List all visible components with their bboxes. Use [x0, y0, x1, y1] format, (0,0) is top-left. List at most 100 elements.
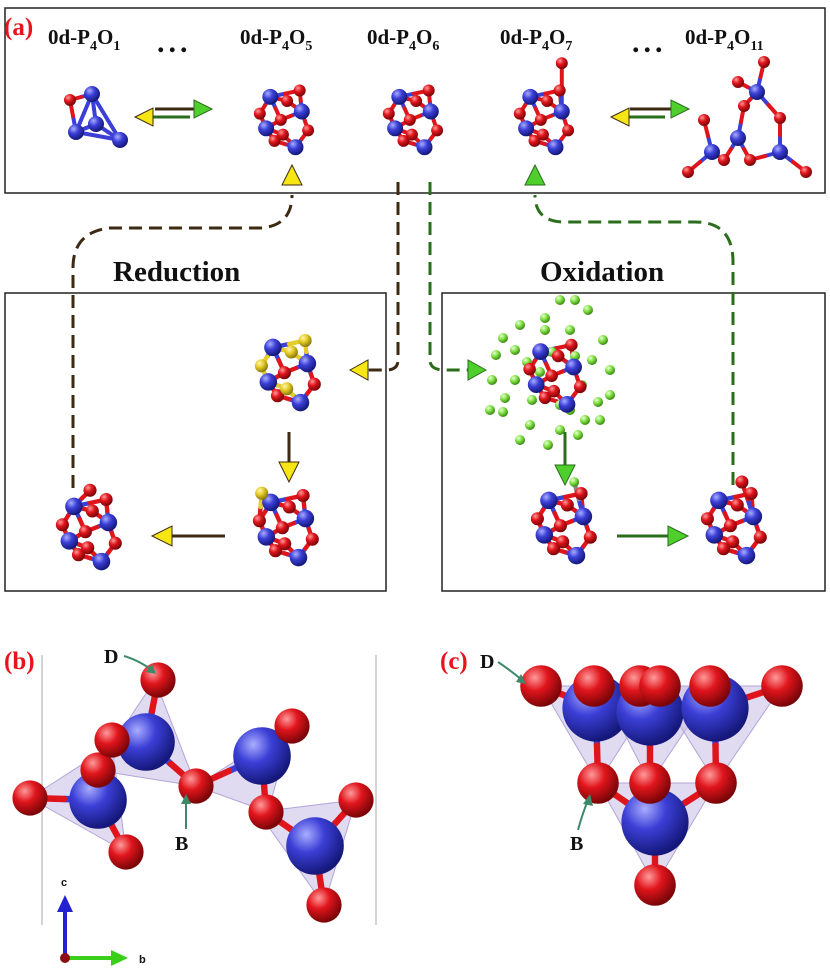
oxygen-atom — [735, 475, 749, 489]
phosphorus-atom — [387, 120, 404, 137]
arrowhead-yellow-2 — [281, 163, 303, 186]
oxidant-atom — [583, 305, 593, 315]
oxygen-atom — [560, 498, 574, 512]
oxygen-atom — [530, 512, 544, 526]
oxygen-atom — [274, 113, 287, 126]
phosphorus-atom — [416, 139, 433, 156]
sulfur-atom — [254, 359, 268, 373]
oxygen-atom — [732, 76, 744, 88]
oxygen-atom — [744, 154, 756, 166]
oxidant-atom — [555, 295, 565, 305]
phosphorus-atom — [264, 338, 282, 357]
oxygen-atom — [738, 100, 750, 112]
oxygen-atom — [800, 166, 812, 178]
oxygen-atom — [695, 762, 737, 804]
oxygen-atom — [302, 124, 315, 137]
oxidant-atom — [569, 477, 580, 487]
oxygen-atom — [682, 166, 694, 178]
phosphorus-atom — [540, 491, 558, 510]
phosphorus-atom — [532, 343, 549, 360]
phosphorus-atom — [60, 532, 79, 550]
phosphorus-atom — [565, 358, 582, 376]
formula-label: 0d-P4O1 — [48, 25, 120, 54]
oxygen-atom — [410, 95, 423, 107]
formula-label: 0d-P4O5 — [240, 25, 312, 54]
oxidant-atom — [500, 393, 510, 403]
oxidation-frame — [441, 292, 826, 592]
oxidant-atom — [515, 435, 525, 445]
oxygen-atom — [774, 112, 786, 124]
site-label-b-c: B — [570, 833, 583, 855]
oxidant-atom — [605, 365, 615, 375]
oxygen-atom — [275, 521, 289, 535]
oxygen-atom — [553, 84, 566, 97]
oxidant-atom — [580, 415, 590, 425]
oxidant-atom — [587, 355, 597, 365]
phosphorus-atom — [710, 491, 728, 510]
equilibrium-arrow-right — [609, 99, 691, 127]
phosphorus-atom — [391, 88, 408, 105]
phosphorus-atom — [293, 103, 310, 120]
oxidant-atom — [491, 350, 501, 360]
formula-label: 0d-P4O7 — [500, 25, 572, 54]
oxygen-atom — [99, 492, 113, 507]
oxygen-atom — [276, 128, 289, 141]
phosphorus-atom — [749, 84, 765, 100]
formula-label: 0d-P4O6 — [367, 25, 439, 54]
oxidant-atom — [593, 397, 603, 407]
phosphorus-atom — [298, 354, 317, 373]
oxygen-atom — [744, 486, 758, 501]
oxygen-atom — [140, 662, 176, 698]
phosphorus-atom — [257, 528, 276, 546]
arrow-down-reduction — [278, 432, 300, 484]
phosphorus-atom — [69, 771, 127, 829]
oxidation-label: Oxidation — [540, 256, 664, 288]
panel-label-b: (b) — [4, 648, 35, 675]
panel-label-c: (c) — [440, 648, 468, 675]
oxygen-atom — [573, 665, 615, 707]
arrow-left-reduction — [150, 525, 225, 547]
sulfur-atom — [284, 345, 298, 359]
oxidant-atom — [555, 425, 565, 435]
arrowhead-green-2 — [524, 163, 546, 186]
axis-label-c: c — [61, 877, 67, 889]
oxygen-atom — [85, 504, 99, 518]
oxidant-atom — [527, 395, 537, 405]
phosphorus-atom — [68, 124, 84, 140]
oxygen-atom — [573, 380, 587, 394]
phosphorus-atom — [289, 548, 308, 567]
phosphorus-atom — [737, 546, 756, 565]
site-pointer-d-b-head — [146, 664, 156, 674]
reduction-frame — [4, 292, 387, 592]
atoms-layer — [12, 56, 812, 923]
formula-label: 0d-P4O11 — [685, 25, 764, 54]
oxygen-atom — [253, 107, 266, 120]
site-pointer-d-b — [123, 655, 153, 671]
top-frame — [4, 7, 826, 194]
phosphorus-atom — [99, 513, 118, 532]
formula-labels: 0d-P4O1 0d-P4O5 0d-P4O6 0d-P4O7 0d-P4O11 — [48, 25, 764, 54]
phosphorus-atom — [65, 497, 83, 516]
oxygen-atom — [716, 542, 731, 556]
oxygen-atom — [547, 384, 561, 398]
phosphorus-atom — [291, 393, 310, 412]
phosphorus-atom — [704, 144, 720, 160]
oxygen-atom — [296, 488, 310, 503]
oxygen-atom — [761, 665, 803, 707]
oxygen-atom — [753, 530, 767, 544]
oxygen-atom — [545, 369, 558, 383]
phosphorus-atom — [262, 88, 279, 105]
phosphorus-atom — [553, 103, 570, 120]
oxygen-atom — [523, 362, 536, 376]
oxygen-atom — [538, 391, 552, 405]
oxygen-atom — [306, 887, 342, 923]
phosphorus-atom — [84, 86, 100, 102]
oxygen-atom — [281, 95, 294, 107]
oxidant-atom — [510, 375, 520, 385]
oxidant-atom — [565, 325, 575, 335]
oxidant-atom — [570, 295, 580, 305]
oxygen-atom — [553, 519, 567, 533]
arrowhead-green-1 — [467, 359, 488, 381]
oxidant-atom — [535, 367, 545, 377]
oxidant-atom — [540, 313, 550, 323]
